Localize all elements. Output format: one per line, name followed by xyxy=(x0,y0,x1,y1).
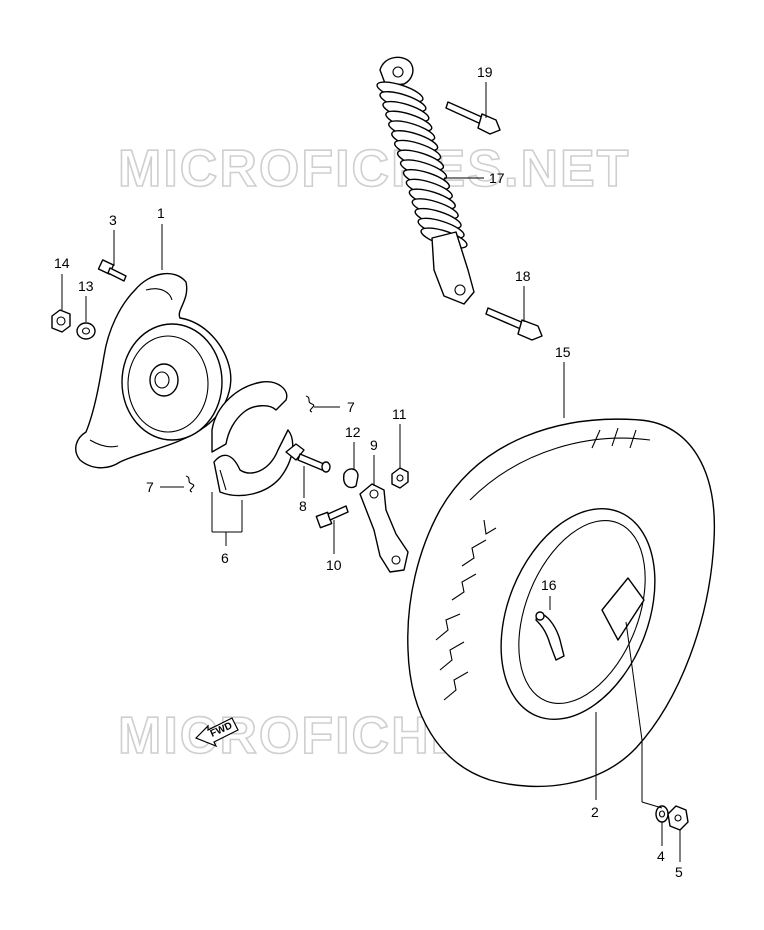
spring-7-upper xyxy=(305,395,315,413)
nut-14 xyxy=(51,309,71,333)
bolt-3 xyxy=(97,259,127,282)
leader-lines xyxy=(61,82,681,862)
callout-14: 14 xyxy=(54,255,70,271)
brake-shoes xyxy=(211,381,294,497)
callout-3: 3 xyxy=(109,212,117,228)
bolt-19 xyxy=(445,101,501,135)
callout-13: 13 xyxy=(78,278,94,294)
plate-12 xyxy=(342,468,359,489)
brake-cam-8 xyxy=(285,443,331,473)
callout-4: 4 xyxy=(657,848,665,864)
callout-9: 9 xyxy=(370,437,378,453)
brake-arm-9 xyxy=(359,483,409,573)
washer-13 xyxy=(76,322,96,340)
callout-7-upper: 7 xyxy=(347,399,355,415)
wheel-rim-2 xyxy=(500,507,656,721)
callout-1: 1 xyxy=(157,205,165,221)
nut-5 xyxy=(667,805,689,831)
watermark-top: MICROFICHES.NET xyxy=(118,140,630,198)
nut-11 xyxy=(391,467,409,489)
valve-16 xyxy=(535,611,565,661)
callout-15: 15 xyxy=(555,344,571,360)
callout-10: 10 xyxy=(326,557,342,573)
callout-8: 8 xyxy=(299,498,307,514)
callout-18: 18 xyxy=(515,268,531,284)
callout-17: 17 xyxy=(489,170,505,186)
spring-7-lower xyxy=(185,475,195,493)
callout-labels: 1 3 14 13 7 7 12 9 11 8 6 10 19 17 18 15… xyxy=(54,64,683,880)
callout-5: 5 xyxy=(675,864,683,880)
callout-19: 19 xyxy=(477,64,493,80)
callout-11: 11 xyxy=(392,406,407,422)
callout-2: 2 xyxy=(591,804,599,820)
callout-6: 6 xyxy=(221,550,229,566)
shock-absorber-17 xyxy=(376,56,475,305)
callout-12: 12 xyxy=(345,424,361,440)
bolt-18 xyxy=(485,307,543,341)
brake-panel xyxy=(75,272,232,469)
washer-4 xyxy=(655,805,669,823)
callout-16: 16 xyxy=(541,577,557,593)
bolt-10 xyxy=(315,505,349,529)
callout-7-lower: 7 xyxy=(146,479,154,495)
